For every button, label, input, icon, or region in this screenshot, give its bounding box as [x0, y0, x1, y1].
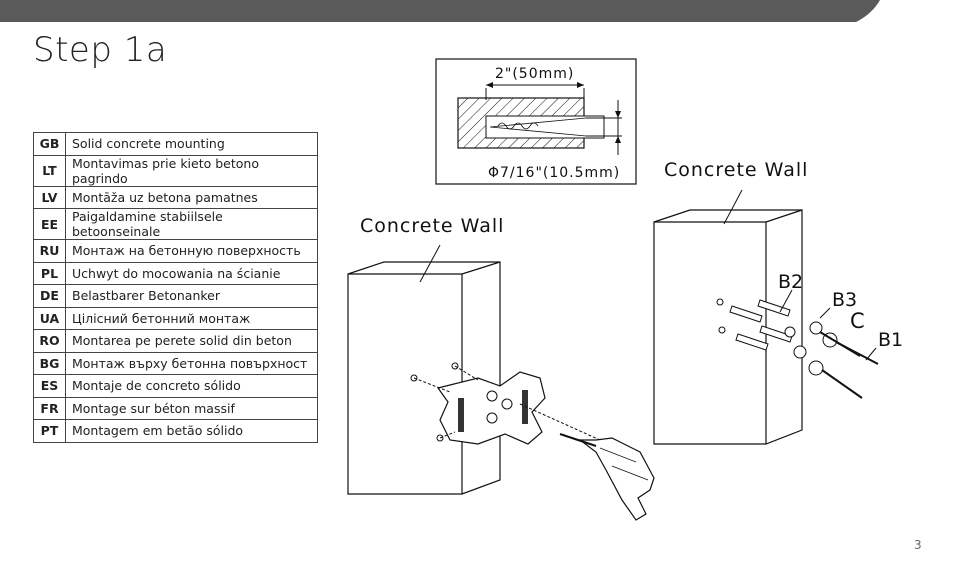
part-label-b3: B3: [832, 289, 857, 311]
language-code: RU: [33, 239, 66, 263]
language-code: PT: [33, 419, 66, 443]
language-code: EE: [33, 208, 66, 240]
language-code: UA: [33, 306, 66, 330]
language-code: LV: [33, 185, 66, 209]
language-text: Paigaldamine stabiilsele betoonseinale: [65, 208, 318, 240]
drill-detail-box: 2"(50mm) Φ7/16"(10.5mm): [435, 58, 637, 185]
depth-label: 2"(50mm): [495, 66, 574, 82]
page-title: Step 1a: [33, 30, 168, 70]
wall-label-left: Concrete Wall: [360, 215, 504, 237]
language-text: Montavimas prie kieto betono pagrindo: [65, 154, 318, 187]
language-code: FR: [33, 396, 66, 420]
part-label-c: C: [850, 309, 865, 333]
language-code: LT: [33, 154, 66, 187]
part-label-b1: B1: [878, 329, 903, 351]
left-wall-illustration: Concrete Wall: [347, 215, 655, 521]
language-text: Montagem em betão sólido: [65, 419, 318, 443]
language-text: Uchwyt do mocowania na ścianie: [65, 261, 318, 285]
right-wall-illustration: Concrete Wall B2 B3 C B1: [653, 159, 903, 445]
page-number: 3: [914, 538, 922, 552]
language-text: Montāža uz betona pamatnes: [65, 185, 318, 209]
header-bar: [0, 0, 880, 22]
diameter-label: Φ7/16"(10.5mm): [488, 165, 620, 181]
language-text: Belastbarer Betonanker: [65, 284, 318, 308]
wall-label-right: Concrete Wall: [664, 159, 808, 181]
part-label-b2: B2: [778, 271, 803, 293]
